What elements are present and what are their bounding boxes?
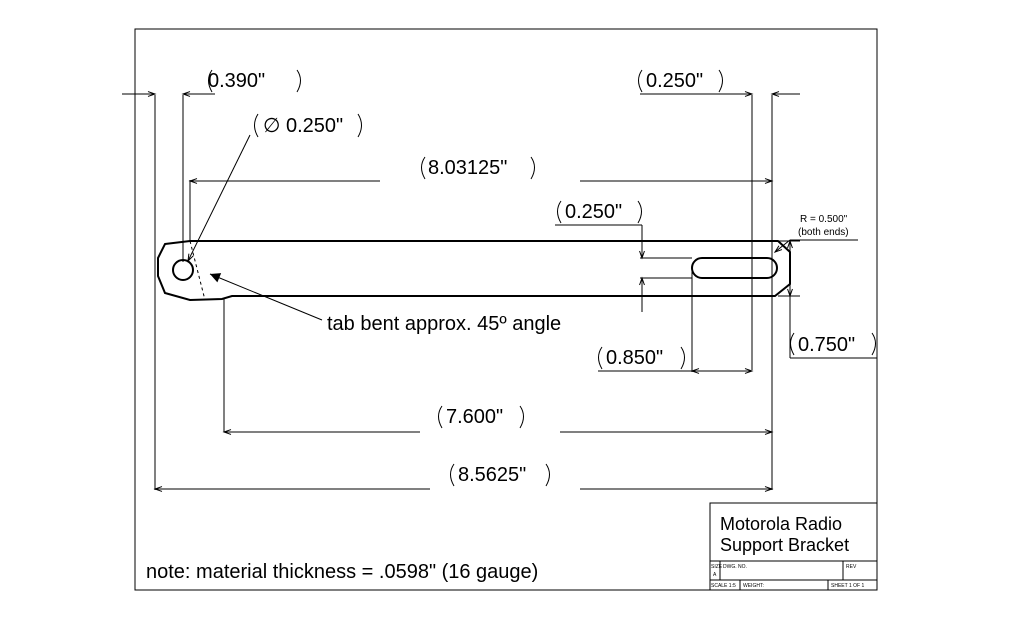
dim-radius-note: (both ends) [798,227,849,238]
mounting-hole [173,260,193,280]
dim-0750-label: 0.750" [798,334,855,356]
title-field-weight: WEIGHT: [743,583,764,589]
title-line-2: Support Bracket [720,535,849,555]
title-field-rev: REV [846,564,857,570]
dim-803125-label: 8.03125" [428,157,507,179]
dim-slot-width-label: 0.250" [565,201,622,223]
dim-right-offset-brackets [639,70,723,92]
dim-diameter-brackets [255,114,362,137]
dim-right-offset-label: 0.250" [646,70,703,92]
title-field-sheet: SHEET 1 OF 1 [831,583,864,589]
dim-diameter-label: 0.250" [286,115,343,137]
title-field-dwg: DWG. NO. [723,564,747,570]
title-line-1: Motorola Radio [720,514,842,534]
dim-803125-brackets [422,157,535,179]
dim-0750-brackets [791,333,876,355]
dim-radius-label: R = 0.500" [800,214,848,225]
title-field-scale: SCALE 1:5 [711,583,736,589]
dim-slot-width-brackets [558,201,642,223]
dim-85625-label: 8.5625" [458,464,526,486]
title-block [710,503,877,590]
dim-0390-brackets [209,70,301,92]
dimension-lines [122,94,877,489]
dim-0850-label: 0.850" [606,347,663,369]
title-field-size: SIZE [711,564,723,570]
drawing-border [135,29,877,590]
slot [692,258,777,278]
tab-callout: tab bent approx. 45º angle [327,313,561,335]
dim-7600-brackets [439,406,524,428]
dim-7600-label: 7.600" [446,406,503,428]
material-note: note: material thickness = .0598" (16 ga… [146,561,538,583]
dim-0390-label: 0.390" [208,70,265,92]
dim-85625-brackets [451,464,550,486]
extension-lines [155,95,800,490]
title-field-size-value: A [713,572,717,578]
dim-diameter-symbol: ∅ [263,115,280,137]
dim-0850-brackets [599,347,685,369]
